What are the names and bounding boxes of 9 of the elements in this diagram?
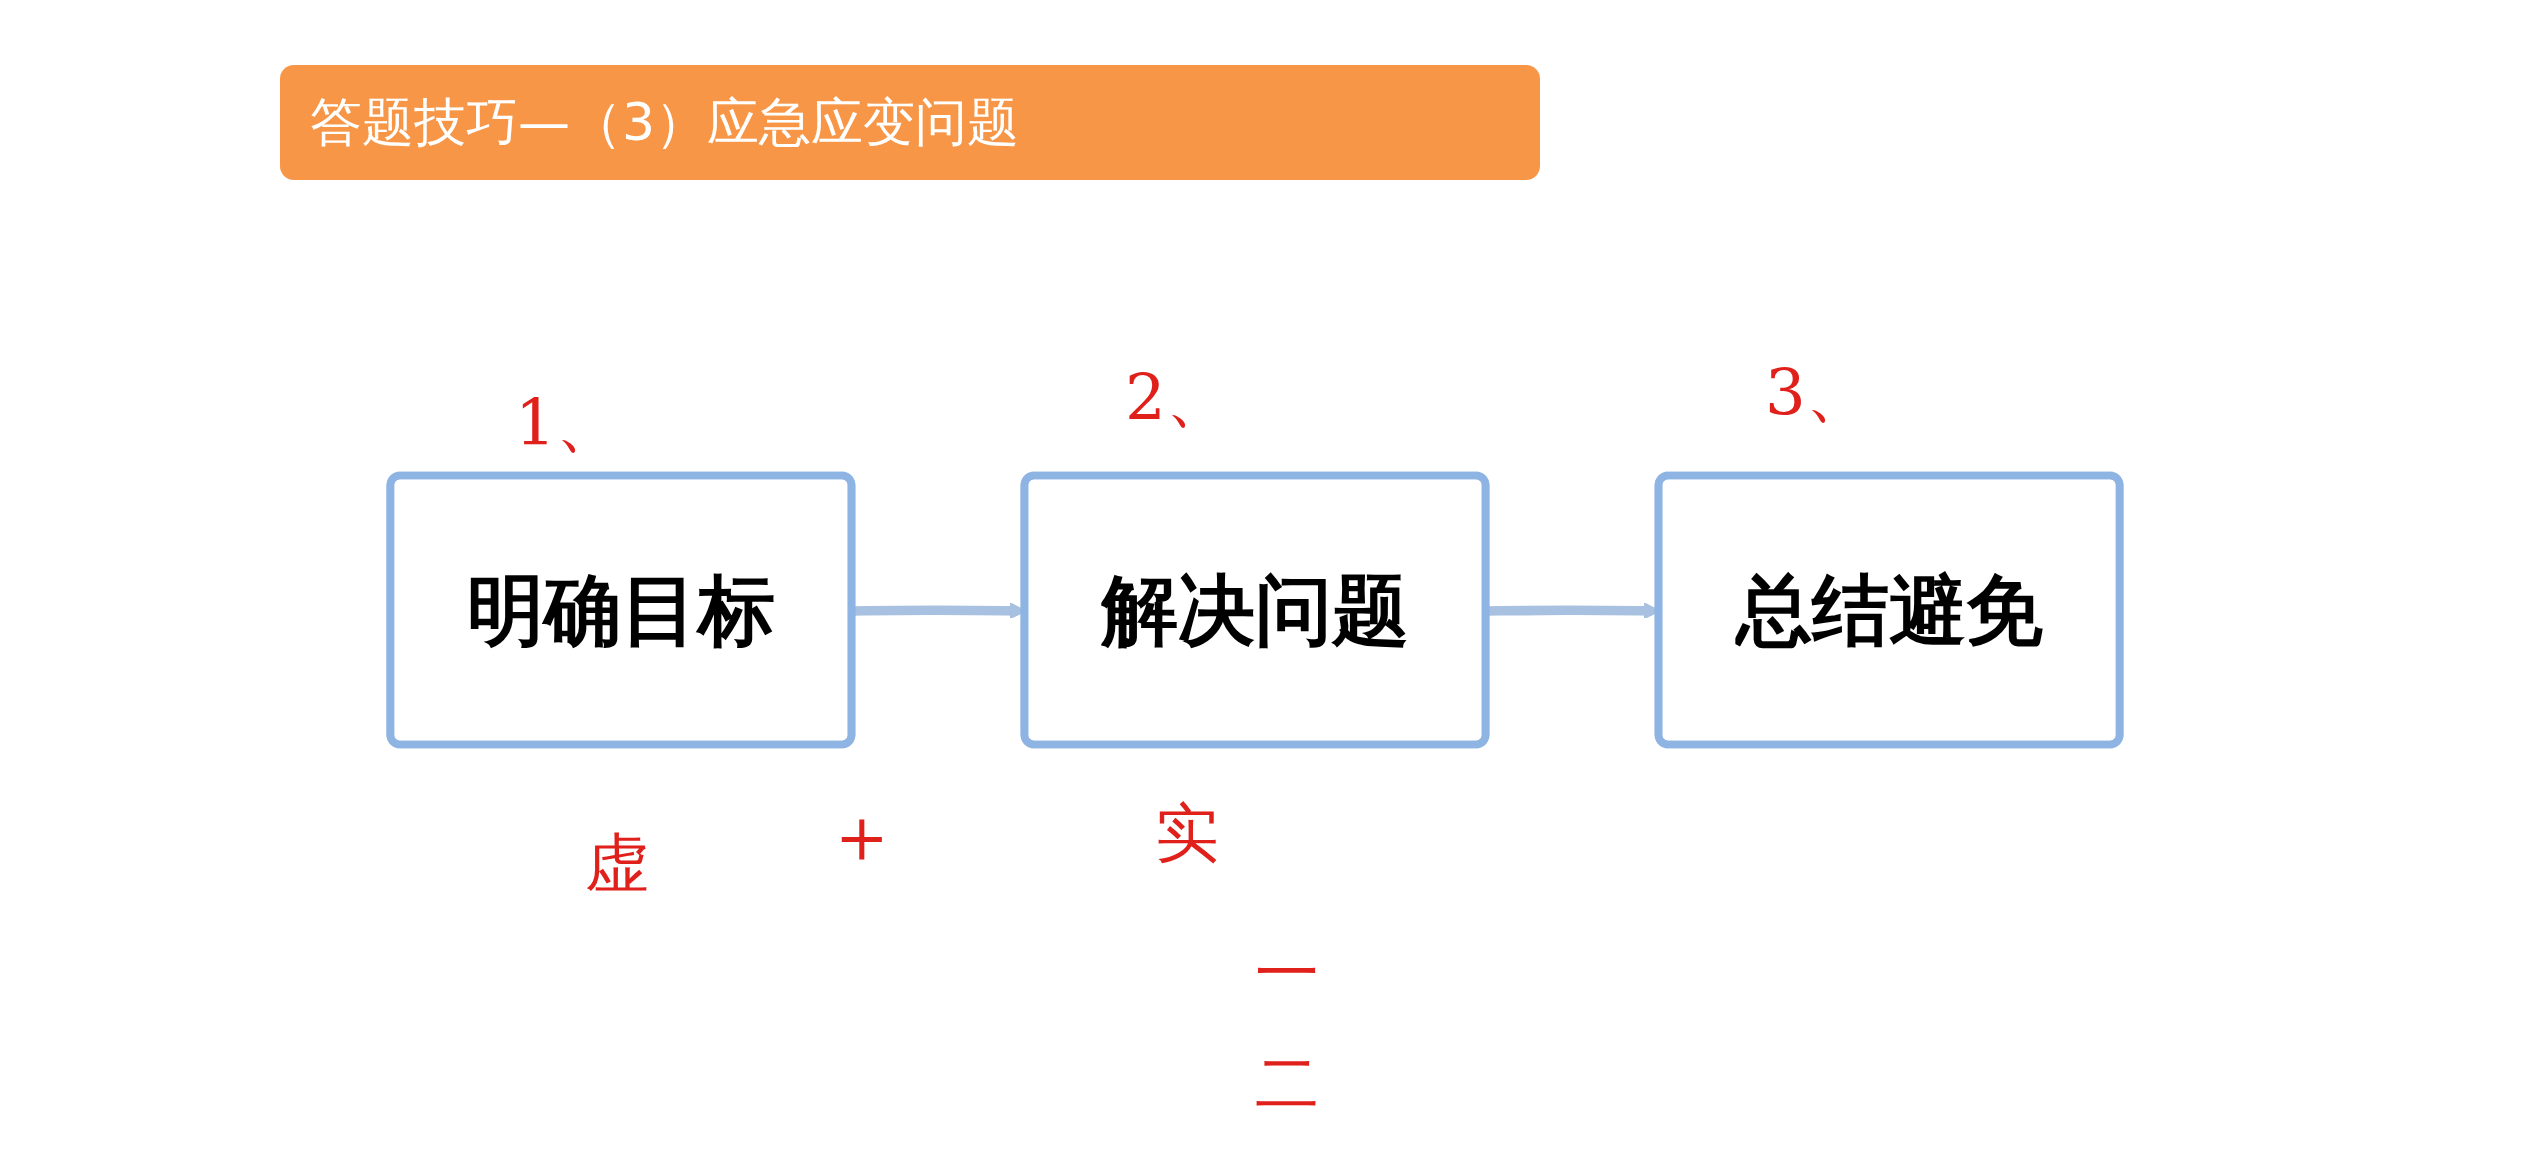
handwritten-note: 虚 [585,825,649,902]
title-banner: 答题技巧—（3）应急应变问题 [280,65,1540,180]
handwritten-number: 1、 [515,385,620,462]
handwritten-note: 一 [1255,935,1319,1012]
handwritten-note: 实 [1155,795,1219,872]
handwritten-number: 2、 [1125,360,1230,437]
handwritten-note: 二 [1255,1045,1319,1122]
handwritten-note: + [835,800,889,874]
handwritten-number: 3、 [1765,355,1870,432]
